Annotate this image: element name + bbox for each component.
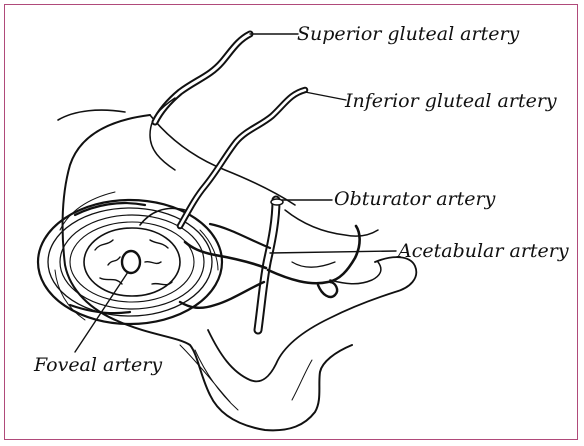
ilium-crest — [57, 109, 126, 121]
label-foveal-artery: Foveal artery — [34, 354, 163, 376]
obturator-rim — [291, 261, 336, 268]
acetabular-artery — [183, 240, 268, 270]
acetabular-branch-upper — [208, 222, 272, 250]
obturator-artery-cut-end — [270, 198, 284, 206]
rim-shading — [54, 191, 219, 321]
figure-frame — [4, 4, 578, 440]
pubis-outline — [284, 209, 379, 237]
acetabulum-rim-4 — [69, 221, 195, 303]
label-obturator-artery: Obturator artery — [334, 188, 496, 210]
label-acetabular-artery: Acetabular artery — [398, 240, 569, 262]
acetabulum-rim-2 — [47, 207, 213, 317]
femoral-head-texture — [94, 239, 173, 286]
label-superior-gluteal-artery: Superior gluteal artery — [297, 23, 520, 45]
acetabular-branch-loop — [316, 280, 339, 299]
leader-foveal — [74, 271, 129, 353]
pubic-ramus — [329, 261, 382, 285]
acetabular-branch-right — [266, 224, 361, 285]
fovea — [120, 249, 142, 275]
superior-gluteal-branch — [149, 97, 176, 171]
acetabulum-rim-outer — [36, 198, 224, 326]
ilium-upper — [149, 114, 296, 206]
ischium-outline — [207, 256, 418, 383]
inferior-gluteal-branch — [139, 207, 186, 226]
acetabular-branch-lower — [178, 280, 266, 310]
label-inferior-gluteal-artery: Inferior gluteal artery — [345, 90, 557, 112]
acetabulum-rim-3 — [59, 214, 205, 310]
leader-acetabular — [269, 250, 397, 254]
lower-shading — [179, 344, 313, 411]
leader-inferior-gluteal — [304, 91, 347, 101]
femoral-head-outline — [83, 227, 181, 297]
rim-vessel — [68, 201, 147, 315]
pelvic-bone-outline — [61, 114, 353, 432]
